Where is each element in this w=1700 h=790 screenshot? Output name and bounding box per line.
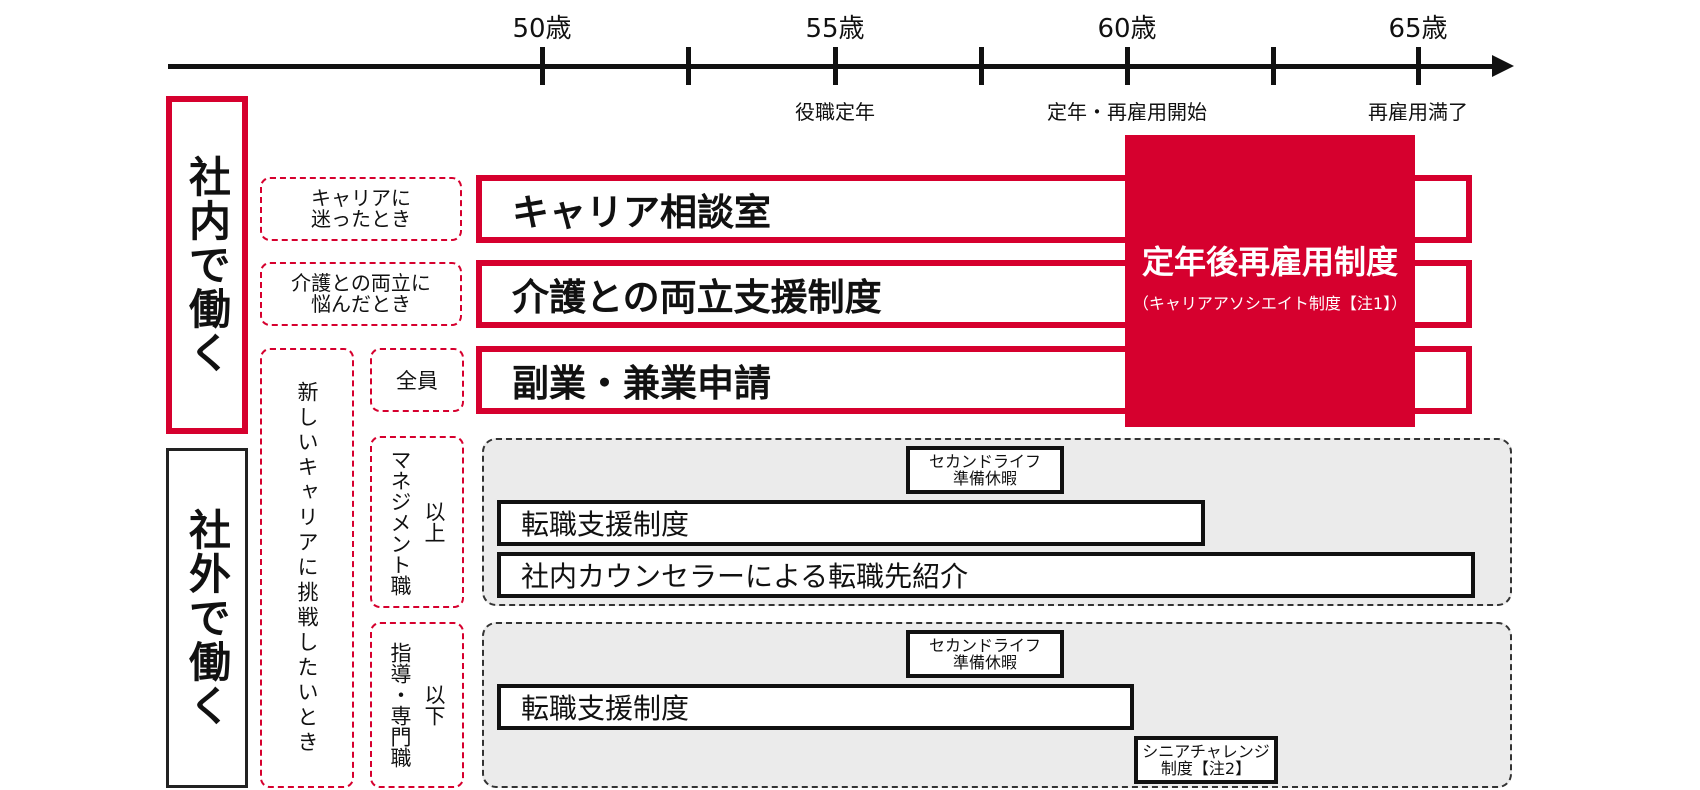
label-career-lost: キャリアに 迷ったとき xyxy=(260,177,462,241)
age-label-50: 50歳 xyxy=(512,14,572,44)
program-second-life-specialist: セカンドライフ 準備休暇 xyxy=(906,630,1064,678)
age-label-60: 60歳 xyxy=(1097,14,1157,44)
program-job-change-specialist: 転職支援制度 xyxy=(497,684,1134,730)
label-new-career: 新しいキャリアに挑戦したいとき xyxy=(260,348,354,788)
program-second-life-management: セカンドライフ 準備休暇 xyxy=(906,446,1064,494)
category-external: 社外で働く xyxy=(166,448,248,788)
label-care-balance-line2: 悩んだとき xyxy=(311,292,411,316)
label-specialist: 指導・専門職 以下 xyxy=(370,622,464,788)
label-specialist-col2: 以下 xyxy=(422,684,446,726)
program-reemployment: 定年後再雇用制度 （キャリアアソシエイト制度【注1】） xyxy=(1125,135,1415,427)
label-care-balance-line1: 介護との両立に xyxy=(291,271,431,295)
label-management: マネジメント職 以上 xyxy=(370,436,464,608)
label-care-balance: 介護との両立に 悩んだとき xyxy=(260,262,462,326)
milestone-position-retirement: 役職定年 xyxy=(795,100,875,124)
age-label-55: 55歳 xyxy=(805,14,865,44)
label-career-lost-line2: 迷ったとき xyxy=(311,207,411,231)
timeline-arrow-icon xyxy=(1492,55,1514,77)
tick-minor-62 xyxy=(1271,47,1276,85)
tick-minor-52 xyxy=(686,47,691,85)
tick-minor-57 xyxy=(979,47,984,85)
tick-65 xyxy=(1416,47,1421,85)
second-life-line1: セカンドライフ xyxy=(928,636,1041,655)
category-internal: 社内で働く xyxy=(166,96,248,434)
reemployment-subtitle: （キャリアアソシエイト制度【注1】） xyxy=(1132,294,1408,313)
program-job-change-management: 転職支援制度 xyxy=(497,500,1205,546)
second-life-line2: 準備休暇 xyxy=(952,653,1017,672)
label-management-col1: マネジメント職 xyxy=(388,448,412,596)
label-career-lost-line1: キャリアに xyxy=(311,186,411,210)
senior-challenge-line1: シニアチャレンジ xyxy=(1142,742,1270,761)
senior-challenge-line2: 制度【注2】 xyxy=(1160,759,1252,778)
tick-50 xyxy=(540,47,545,85)
second-life-line2: 準備休暇 xyxy=(952,469,1017,488)
milestone-retirement-reemployment: 定年・再雇用開始 xyxy=(1047,100,1207,124)
program-senior-challenge: シニアチャレンジ 制度【注2】 xyxy=(1134,736,1278,784)
label-all-staff: 全員 xyxy=(370,348,464,412)
reemployment-title: 定年後再雇用制度 xyxy=(1141,243,1398,281)
label-management-col2: 以上 xyxy=(422,501,446,543)
label-new-career-text: 新しいキャリアに挑戦したいとき xyxy=(295,380,319,756)
program-counselor-intro: 社内カウンセラーによる転職先紹介 xyxy=(497,552,1475,598)
tick-60 xyxy=(1125,47,1130,85)
second-life-line1: セカンドライフ xyxy=(928,452,1041,471)
milestone-reemployment-end: 再雇用満了 xyxy=(1368,100,1468,124)
age-label-65: 65歳 xyxy=(1388,14,1448,44)
tick-55 xyxy=(833,47,838,85)
label-specialist-col1: 指導・専門職 xyxy=(388,642,412,768)
